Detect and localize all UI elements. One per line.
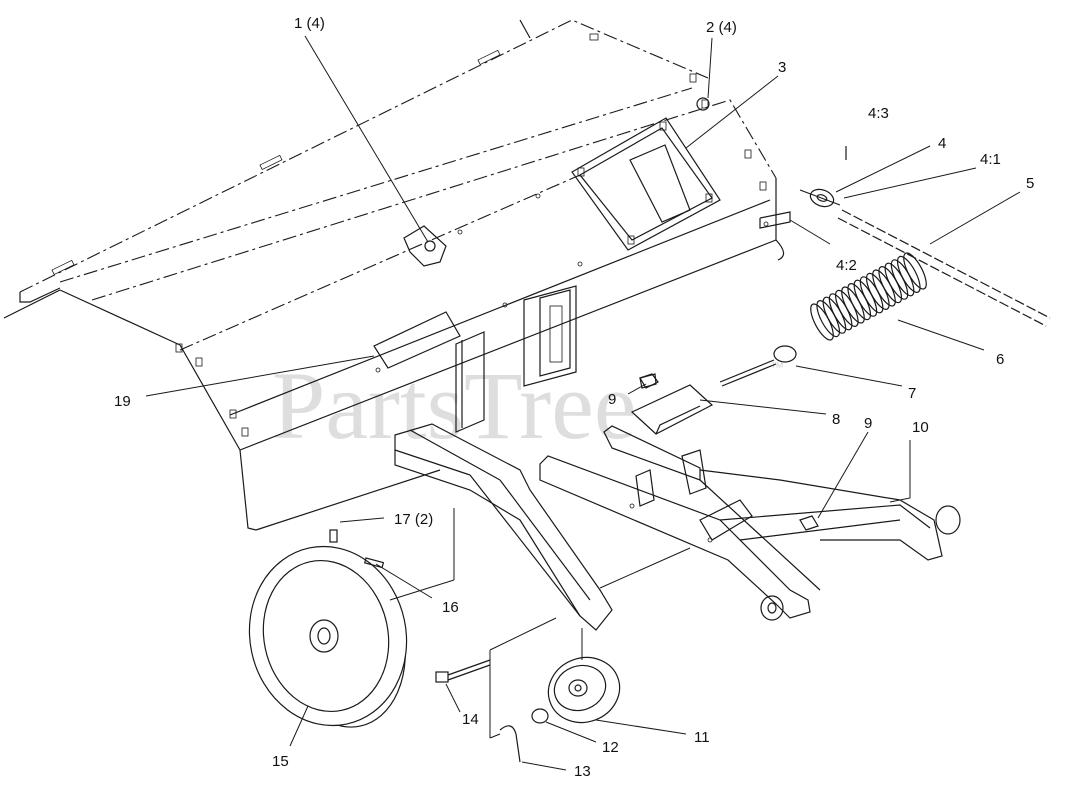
spacer [531,708,549,724]
leader-lines [145,35,1021,771]
spring [810,252,927,341]
callout-labels: 1 (4) 2 (4) 3 4:3 4 4:1 5 4:2 6 7 8 9 9 … [114,15,1034,780]
caster-arm [394,423,613,631]
callout-7: 7 [908,385,916,402]
shackle [759,146,847,229]
callout-5: 5 [1026,175,1034,192]
knob-part-2 [696,97,710,111]
alignment-lines [389,508,691,739]
callout-3: 3 [778,59,786,76]
callout-17: 17 (2) [394,511,433,528]
callout-4-1: 4:1 [980,151,1001,168]
callout-14: 14 [462,711,479,728]
eye-bolt [719,345,797,387]
callout-16: 16 [442,599,459,616]
watermark-tm: ™ [770,359,784,375]
roll-pin [363,557,385,569]
cover-plate [3,19,785,531]
clip-nut [403,225,447,267]
callout-8: 8 [832,411,840,428]
chain [837,209,1051,327]
nut-lower [799,515,819,531]
callout-4: 4 [938,135,946,152]
front-bracket [523,285,577,387]
callout-1: 1 (4) [294,15,325,32]
callout-10: 10 [912,419,929,436]
bent-pin [499,725,521,763]
bolt [435,659,491,683]
cover-slots [51,33,769,437]
callout-6: 6 [996,351,1004,368]
spring-coil [896,255,921,293]
callout-9-lower: 9 [864,415,872,432]
callout-11: 11 [694,729,710,746]
callout-13: 13 [574,763,591,780]
link-bracket [630,373,714,435]
watermark: PartsTree [272,352,636,459]
callout-4-2: 4:2 [836,257,857,274]
callout-12: 12 [602,739,619,756]
spring-coil [903,252,927,290]
callout-15: 15 [272,753,289,770]
callout-4-3: 4:3 [868,105,889,122]
callout-9-upper: 9 [608,391,616,408]
plate-part-19 [373,311,485,433]
callout-2: 2 (4) [706,19,737,36]
set-screw [329,529,338,543]
callout-19: 19 [114,393,131,410]
frame-assembly [539,425,961,621]
wheel [248,545,408,728]
caster-wheel [547,656,621,724]
bracket-plate [571,117,721,251]
